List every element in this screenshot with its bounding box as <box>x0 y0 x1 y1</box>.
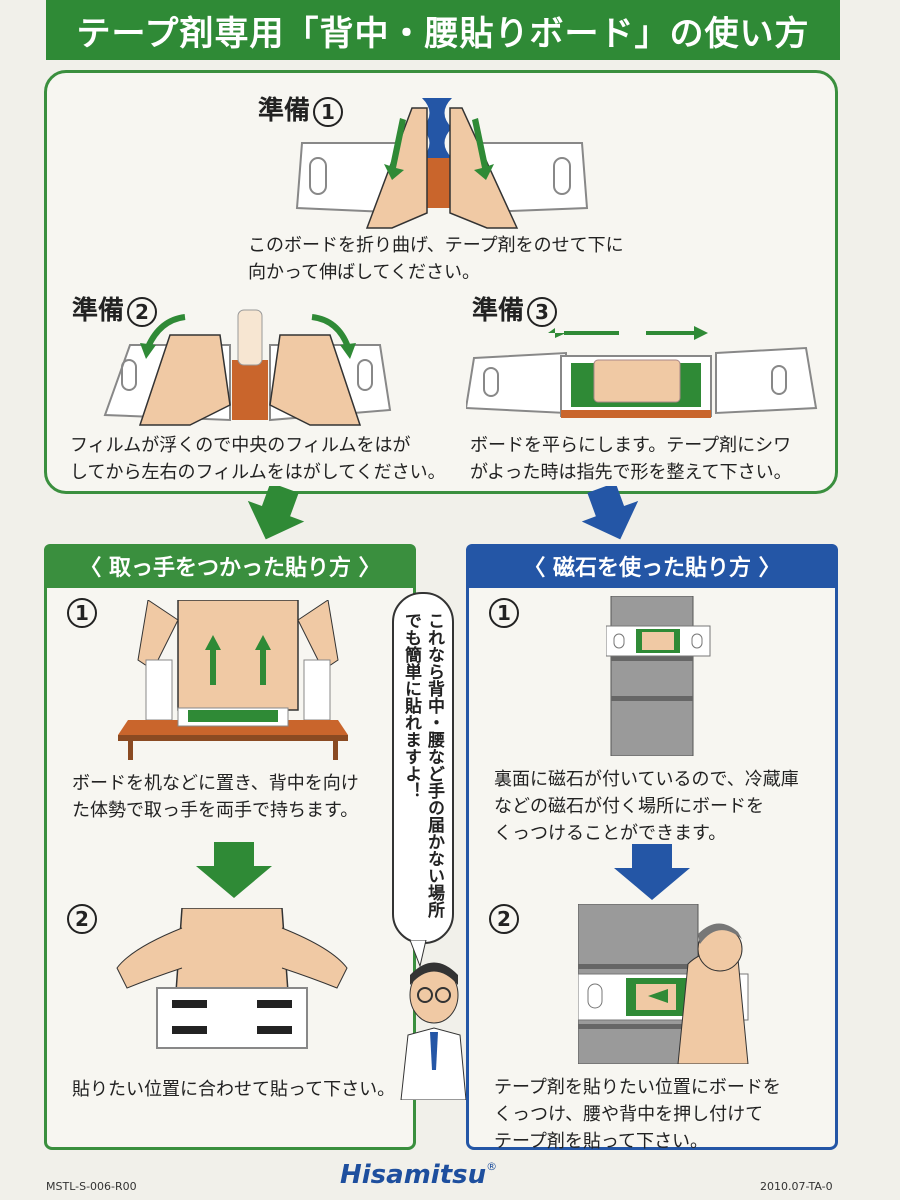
right-step-1-illustration <box>606 596 711 756</box>
left-step-1-illustration <box>118 600 348 760</box>
left-step-2-text: 貼りたい位置に合わせて貼って下さい。 <box>72 1079 396 1100</box>
prep-1-illustration <box>295 98 589 229</box>
revision-code: 2010.07-TA-0 <box>760 1180 833 1193</box>
prep-3-illustration <box>466 326 818 418</box>
brand-logo: Hisamitsu® <box>340 1160 498 1190</box>
step-number: 1 <box>313 96 344 127</box>
prep-2-text: フィルムが浮くので中央のフィルムをはが してから左右のフィルムをはがしてください… <box>70 435 446 483</box>
step-number: 3 <box>527 296 558 327</box>
step-number: 2 <box>127 296 158 327</box>
left-step-1-number: 1 <box>64 598 97 628</box>
page-title: テープ剤専用「背中・腰貼りボード」の使い方 <box>46 0 840 60</box>
right-step-1-text: 裏面に磁石が付いているので、冷蔵庫 などの磁石が付く場所にボードを くっつけるこ… <box>494 769 799 844</box>
arrow-down-right-icon <box>581 486 639 540</box>
arrow-down-icon <box>196 842 272 898</box>
speech-bubble: これなら背中・腰など手の届かない場所でも簡単に貼れますよ！ <box>392 592 454 944</box>
handle-method-header: 〈 取っ手をつかった貼り方 〉 <box>44 544 416 588</box>
magnet-method-header: 〈 磁石を使った貼り方 〉 <box>466 544 838 588</box>
prep-3-text: ボードを平らにします。テープ剤にシワ がよった時は指先で形を整えて下さい。 <box>470 435 792 483</box>
right-step-2-number: 2 <box>486 904 519 934</box>
doctor-illustration <box>400 940 466 1100</box>
right-step-2-text: テープ剤を貼りたい位置にボードを くっつけ、腰や背中を押し付けて テープ剤を貼っ… <box>494 1077 781 1152</box>
prep-1-text: このボードを折り曲げ、テープ剤をのせて下に 向かって伸ばしてください。 <box>248 235 624 283</box>
left-step-2-number: 2 <box>64 904 97 934</box>
arrow-down-left-icon <box>247 486 305 540</box>
document-code: MSTL-S-006-R00 <box>46 1180 137 1193</box>
prep-2-illustration <box>103 309 392 426</box>
right-step-1-number: 1 <box>486 598 519 628</box>
arrow-down-icon <box>614 844 690 900</box>
right-step-2-illustration <box>578 904 749 1064</box>
left-step-2-illustration <box>116 908 348 1049</box>
left-step-1-text: ボードを机などに置き、背中を向け た体勢で取っ手を両手で持ちます。 <box>72 773 359 821</box>
